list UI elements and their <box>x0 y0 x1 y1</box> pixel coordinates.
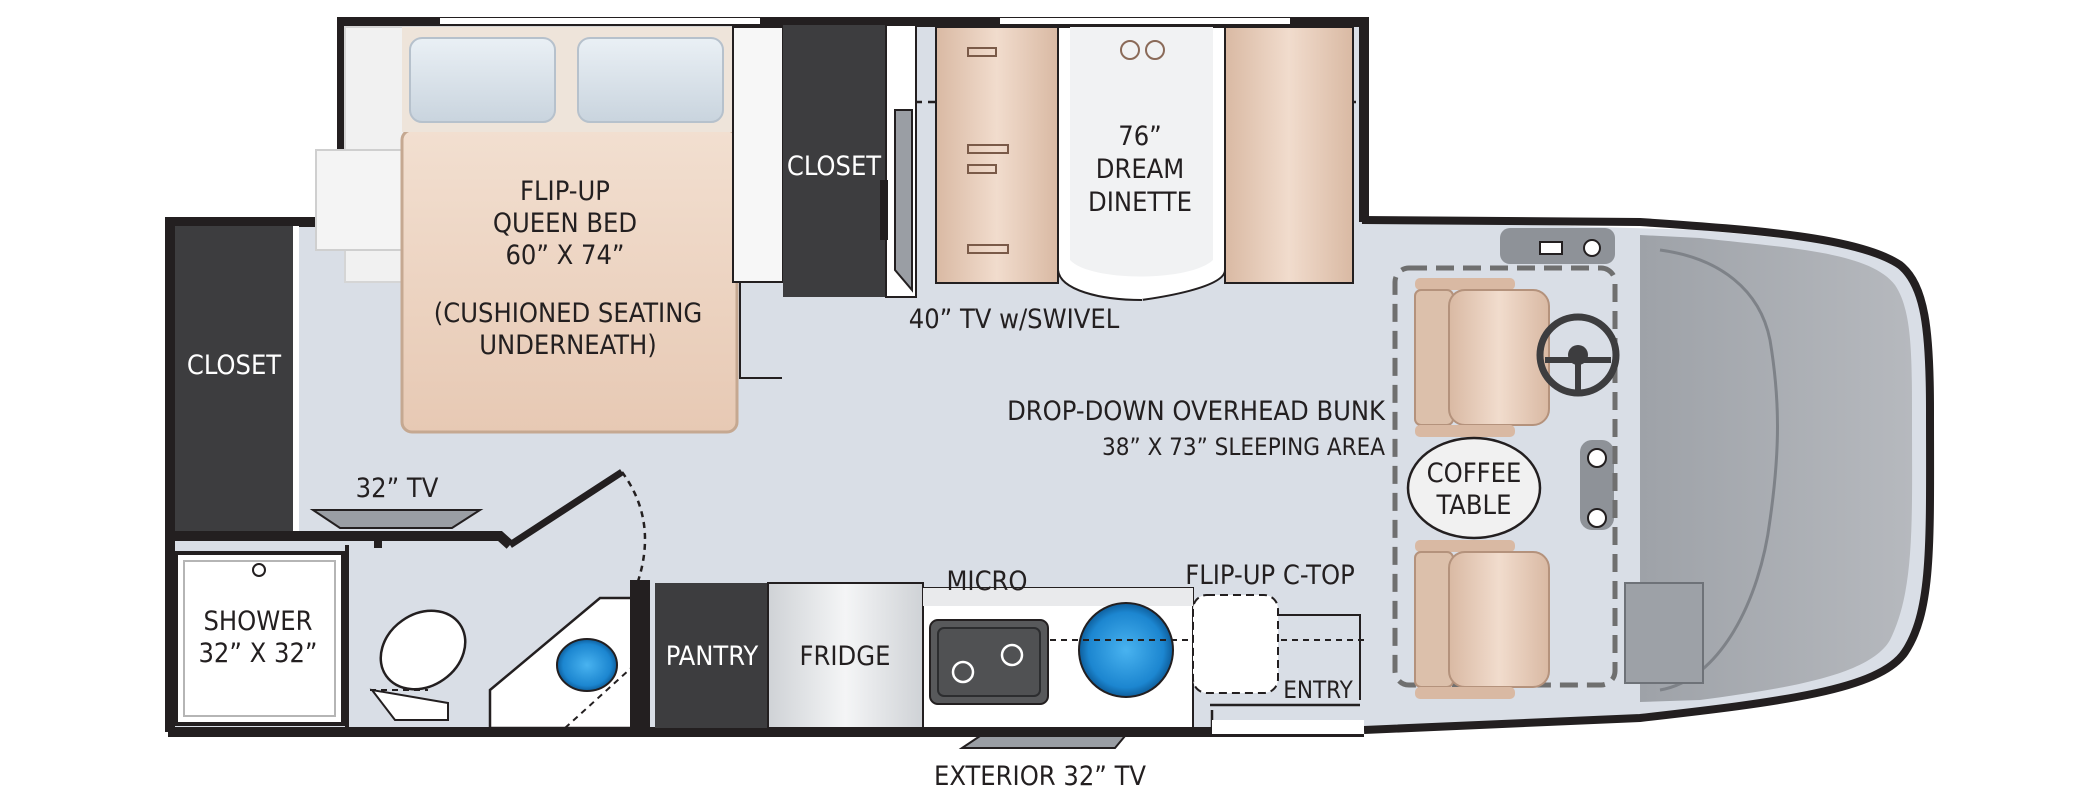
closet-label: CLOSET <box>787 151 881 182</box>
cab-area <box>1500 228 1913 702</box>
dinette-label: DINETTE <box>1088 187 1192 218</box>
closet-label: CLOSET <box>187 350 281 381</box>
coffee-table-label: TABLE <box>1436 490 1512 521</box>
cab-seat-driver <box>1414 278 1550 437</box>
exterior-tv-label: EXTERIOR 32” TV <box>934 761 1146 792</box>
coffee-table: COFFEE TABLE <box>1406 436 1542 540</box>
entry: ENTRY <box>1210 614 1364 734</box>
tv-32-label: 32” TV <box>356 473 439 504</box>
bunk-size-label: 38” X 73” SLEEPING AREA <box>1102 433 1385 461</box>
shower-label: SHOWER <box>203 606 312 637</box>
bed-note-label: UNDERNEATH) <box>479 330 657 361</box>
pantry-label: PANTRY <box>666 641 759 672</box>
shower: SHOWER 32” X 32” <box>174 551 345 726</box>
bunk-label: DROP-DOWN OVERHEAD BUNK <box>1007 396 1386 427</box>
pantry: PANTRY <box>655 583 768 728</box>
coffee-table-label: COFFEE <box>1427 458 1522 489</box>
tv-swivel-label: 40” TV w/SWIVEL <box>909 304 1120 335</box>
bed-note-label: (CUSHIONED SEATING <box>434 298 702 329</box>
bathroom-door <box>508 469 647 591</box>
flip-ctop-label: FLIP-UP C-TOP <box>1185 560 1354 591</box>
bed-label: FLIP-UP <box>520 176 610 207</box>
overhead-bunk: DROP-DOWN OVERHEAD BUNK 38” X 73” SLEEPI… <box>1007 265 1618 688</box>
bed-label: QUEEN BED <box>493 208 637 239</box>
fridge: FRIDGE <box>767 582 924 729</box>
shower-size-label: 32” X 32” <box>198 638 317 669</box>
steering-wheel-icon <box>1536 313 1620 397</box>
galley-counter: MICRO <box>922 566 1365 729</box>
fridge-label: FRIDGE <box>800 641 891 672</box>
tv-32: 32” TV <box>309 473 484 529</box>
closet-top: CLOSET <box>783 25 886 297</box>
queen-bed <box>400 27 739 434</box>
toilet <box>369 609 467 721</box>
dinette-label: 76” <box>1118 121 1161 152</box>
dinette-label: DREAM <box>1096 154 1185 185</box>
entry-label: ENTRY <box>1283 676 1353 704</box>
cab-seat-passenger <box>1414 540 1550 699</box>
bathroom-sink <box>488 580 650 730</box>
micro-label: MICRO <box>946 566 1027 597</box>
exterior-tv: EXTERIOR 32” TV <box>934 735 1146 792</box>
dream-dinette <box>935 26 1354 301</box>
flip-up-countertop: FLIP-UP C-TOP <box>1185 560 1355 694</box>
tv-40-swivel <box>880 24 917 298</box>
bed-size-label: 60” X 74” <box>505 240 624 271</box>
closet-left: CLOSET <box>175 226 293 532</box>
